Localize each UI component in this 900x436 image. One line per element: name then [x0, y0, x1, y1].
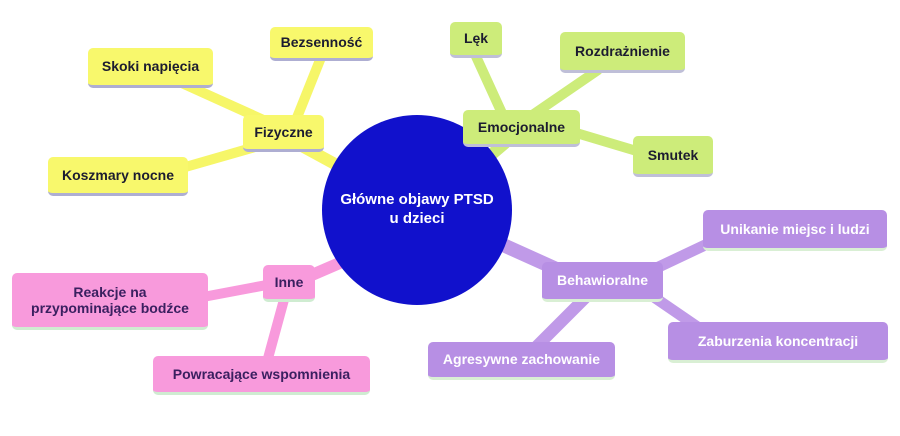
central-topic-label: Główne objawy PTSD u dzieci: [340, 191, 494, 227]
leaf-node-bezsennosc[interactable]: Bezsenność: [270, 27, 373, 61]
connector-reakcje-inne: [198, 279, 277, 302]
leaf-node-rozdraznienie[interactable]: Rozdrażnienie: [560, 32, 685, 73]
leaf-node-agresywne-zachowanie[interactable]: Agresywne zachowanie: [428, 342, 615, 380]
connector-behawioralne-agresywne: [527, 292, 591, 356]
branch-node-emocjonalne[interactable]: Emocjonalne: [463, 110, 580, 147]
leaf-node-unikanie-miejsc[interactable]: Unikanie miejsc i ludzi: [703, 210, 887, 251]
branch-node-inne[interactable]: Inne: [263, 265, 315, 302]
leaf-node-koszmary-nocne[interactable]: Koszmary nocne: [48, 157, 188, 196]
leaf-node-smutek[interactable]: Smutek: [633, 136, 713, 177]
branch-node-fizyczne[interactable]: Fizyczne: [243, 115, 324, 152]
leaf-node-powracajace-wspomnienia[interactable]: Powracające wspomnienia: [153, 356, 370, 395]
leaf-node-lek[interactable]: Lęk: [450, 22, 502, 58]
leaf-node-zaburzenia-koncentracji[interactable]: Zaburzenia koncentracji: [668, 322, 888, 363]
leaf-node-reakcje-bodzce[interactable]: Reakcje na przypominające bodźce: [12, 273, 208, 330]
central-topic-node[interactable]: Główne objawy PTSD u dzieci: [322, 115, 512, 305]
branch-node-behawioralne[interactable]: Behawioralne: [542, 262, 663, 302]
leaf-node-skoki-napiecia[interactable]: Skoki napięcia: [88, 48, 213, 88]
connector-inne-powracajace: [262, 291, 290, 367]
connector-bezsennosc-fizyczne: [289, 50, 327, 130]
